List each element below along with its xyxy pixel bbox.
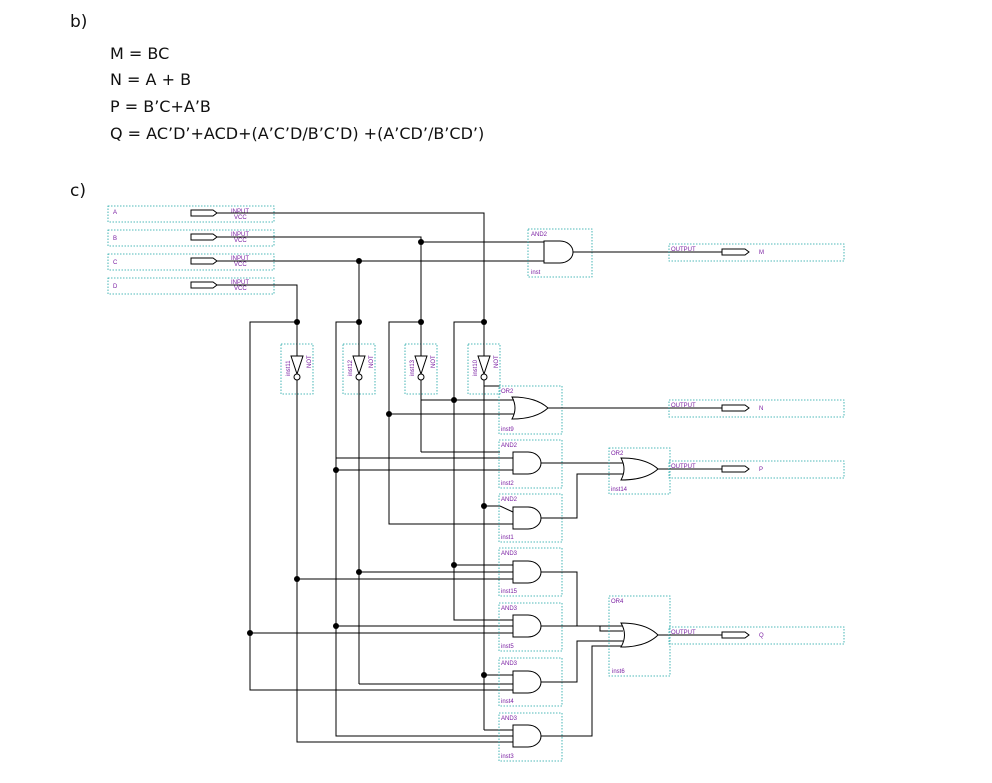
not-inst-label: inst10 [473,359,479,376]
and-gate-inst: AND2 inst [527,228,722,278]
gate-inst-label: inst6 [612,669,625,675]
output-type-label: OUTPUT [671,464,696,470]
and-gate-inst5: AND3 inst5 [498,602,623,652]
gate-type-label: AND3 [501,661,518,667]
input-type-label: INPUT [231,256,249,262]
not-type-label: NOT [369,355,375,368]
output-pin-p: OUTPUT P [668,460,845,479]
output-pin-label: P [759,467,763,473]
gate-type-label: OR2 [611,451,624,457]
equation-q: Q = AC’D’+ACD+(A’C’D/B’C’D) +(A’CD’/B’CD… [110,124,485,143]
not-type-label: NOT [431,355,437,368]
input-type-label: INPUT [231,232,249,238]
gate-inst-label: inst5 [501,644,514,650]
gate-inst-label: inst15 [501,589,518,595]
gate-type-label: AND2 [531,232,548,238]
not-inst-label: inst13 [410,359,416,376]
input-type-label: INPUT [231,280,249,286]
not-inst-label: inst11 [286,360,292,376]
gate-inst-label: inst2 [501,481,514,487]
input-type-label: INPUT [231,209,249,215]
and-gate-inst2: AND2 inst2 [498,439,623,489]
not-inst-label: inst12 [348,359,354,376]
equation-p: P = B’C+A’B [110,97,211,116]
junction-dots [247,239,487,678]
gate-inst-label: inst14 [611,487,628,493]
gate-inst-label: inst1 [501,535,514,541]
input-pin-c: C INPUT VCC [107,253,275,271]
gate-inst-label: inst [531,270,541,276]
input-pin-label: C [113,260,118,266]
output-pin-n: OUTPUT N [668,399,845,418]
output-pin-label: M [759,250,764,256]
gate-type-label: AND3 [501,716,518,722]
gate-inst-label: inst9 [501,427,514,433]
gate-inst-label: inst4 [501,699,514,705]
not-type-label: NOT [494,355,500,368]
section-b-label: b) [70,12,88,32]
and-gate-inst3: AND3 inst3 [498,645,623,762]
equation-n: N = A + B [110,70,192,89]
input-default-label: VCC [234,262,247,268]
and-gate-inst1: AND2 inst1 [498,473,623,543]
not-gate-inst12: inst12 NOT [342,322,376,395]
or-gate-inst6: OR4 inst6 [608,595,722,677]
input-pin-label: B [113,236,117,242]
not-type-label: NOT [307,355,313,368]
section-c-label: c) [70,181,86,201]
output-pin-label: N [759,406,763,412]
gate-type-label: OR2 [501,389,514,395]
or-gate-inst9: OR2 inst9 [498,385,722,435]
input-pin-d: D INPUT VCC [107,277,275,295]
output-type-label: OUTPUT [671,630,696,636]
output-type-label: OUTPUT [671,403,696,409]
input-default-label: VCC [234,238,247,244]
gate-type-label: AND2 [501,443,518,449]
input-default-label: VCC [234,215,247,221]
gate-type-label: AND2 [501,497,518,503]
gate-type-label: OR4 [611,599,624,605]
gate-type-label: AND3 [501,606,518,612]
not-gate-inst10: inst10 NOT [467,322,501,395]
and-gate-inst4: AND3 inst4 [498,640,623,707]
input-pin-a: A INPUT VCC [107,205,275,223]
input-default-label: VCC [234,286,247,292]
output-pin-q: OUTPUT Q [668,626,845,645]
output-pin-m: OUTPUT M [668,243,845,262]
input-pin-label: A [113,210,117,216]
equation-m: M = BC [110,44,170,63]
or-gate-inst14: OR2 inst14 [608,447,722,495]
and-gate-inst15: AND3 inst15 [498,547,623,627]
gate-type-label: AND3 [501,551,518,557]
output-type-label: OUTPUT [671,247,696,253]
input-pin-label: D [113,284,118,290]
output-pin-label: Q [759,633,764,639]
gate-inst-label: inst3 [501,754,514,760]
inverted-wires [250,380,500,731]
input-wires [217,212,529,743]
input-pin-b: B INPUT VCC [107,229,275,247]
